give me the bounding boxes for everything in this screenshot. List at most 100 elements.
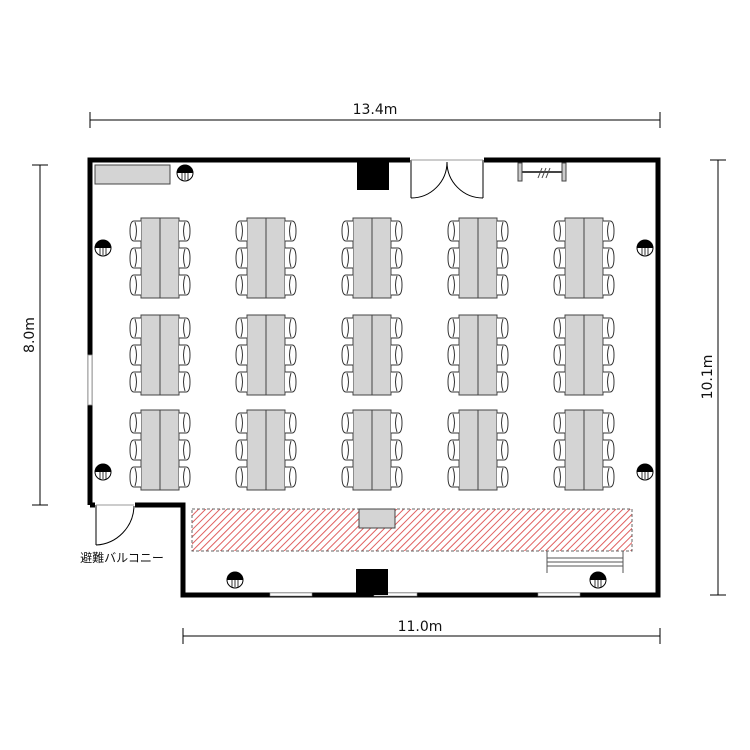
chair bbox=[553, 371, 565, 393]
chair bbox=[179, 247, 191, 269]
table-group bbox=[447, 217, 509, 299]
table bbox=[564, 409, 585, 491]
chair bbox=[391, 220, 403, 242]
table bbox=[246, 409, 267, 491]
chair bbox=[285, 247, 297, 269]
chair bbox=[447, 344, 459, 366]
chair bbox=[603, 412, 615, 434]
chair bbox=[553, 412, 565, 434]
chair bbox=[285, 412, 297, 434]
table bbox=[583, 314, 604, 396]
table bbox=[246, 314, 267, 396]
table bbox=[159, 314, 180, 396]
chair bbox=[179, 412, 191, 434]
floor-outlet-icon bbox=[636, 463, 654, 481]
chair bbox=[179, 220, 191, 242]
table-group bbox=[553, 217, 615, 299]
pillar-top bbox=[357, 160, 389, 190]
chair bbox=[235, 412, 247, 434]
chair bbox=[553, 317, 565, 339]
chair bbox=[285, 466, 297, 488]
chair bbox=[129, 344, 141, 366]
chair bbox=[391, 466, 403, 488]
chair bbox=[391, 317, 403, 339]
chair bbox=[235, 371, 247, 393]
chair bbox=[235, 344, 247, 366]
dimension-left-label: 8.0m bbox=[22, 317, 38, 353]
chair bbox=[447, 412, 459, 434]
chair bbox=[129, 220, 141, 242]
chair bbox=[285, 371, 297, 393]
table bbox=[159, 217, 180, 299]
chair bbox=[129, 466, 141, 488]
chair bbox=[341, 466, 353, 488]
floor-outlet-icon bbox=[94, 239, 112, 257]
chair bbox=[129, 439, 141, 461]
chair bbox=[341, 344, 353, 366]
stage-area bbox=[191, 508, 633, 552]
chair bbox=[447, 439, 459, 461]
chair bbox=[341, 220, 353, 242]
chair bbox=[553, 220, 565, 242]
table-group bbox=[129, 314, 191, 396]
floor-outlets bbox=[94, 164, 654, 589]
table bbox=[265, 409, 286, 491]
chair bbox=[391, 247, 403, 269]
chair bbox=[553, 439, 565, 461]
floor-outlet-icon bbox=[176, 164, 194, 182]
table-group bbox=[341, 217, 403, 299]
chair bbox=[603, 317, 615, 339]
table bbox=[477, 314, 498, 396]
table bbox=[371, 409, 392, 491]
table bbox=[140, 314, 161, 396]
chair bbox=[497, 220, 509, 242]
chair bbox=[235, 317, 247, 339]
chair bbox=[179, 344, 191, 366]
table-group bbox=[235, 409, 297, 491]
floor-outlet-icon bbox=[94, 463, 112, 481]
chair bbox=[603, 371, 615, 393]
chair bbox=[341, 247, 353, 269]
pillar-bottom bbox=[356, 569, 388, 595]
chair bbox=[341, 412, 353, 434]
chair bbox=[497, 247, 509, 269]
table-groups bbox=[129, 217, 615, 491]
chair bbox=[179, 371, 191, 393]
chair bbox=[129, 371, 141, 393]
counter bbox=[94, 164, 171, 185]
chair bbox=[603, 274, 615, 296]
chair bbox=[497, 317, 509, 339]
chair bbox=[391, 344, 403, 366]
table-group bbox=[235, 217, 297, 299]
table-group bbox=[341, 314, 403, 396]
chair bbox=[603, 344, 615, 366]
double-door[interactable] bbox=[410, 159, 484, 199]
chair bbox=[285, 274, 297, 296]
balcony-door[interactable] bbox=[95, 504, 135, 546]
chair bbox=[391, 274, 403, 296]
dimension-right bbox=[710, 159, 726, 596]
table bbox=[583, 409, 604, 491]
chair bbox=[179, 466, 191, 488]
table-group bbox=[129, 217, 191, 299]
chair bbox=[341, 439, 353, 461]
table-group bbox=[553, 409, 615, 491]
chair bbox=[603, 247, 615, 269]
table bbox=[265, 217, 286, 299]
chair bbox=[235, 247, 247, 269]
chair bbox=[447, 466, 459, 488]
chair bbox=[341, 317, 353, 339]
floor-outlet-icon bbox=[636, 239, 654, 257]
chair bbox=[553, 344, 565, 366]
table-group bbox=[447, 314, 509, 396]
chair bbox=[285, 317, 297, 339]
table-group bbox=[129, 409, 191, 491]
dimension-bottom-label: 11.0m bbox=[398, 619, 443, 635]
chair bbox=[285, 439, 297, 461]
chair bbox=[129, 412, 141, 434]
chair bbox=[235, 220, 247, 242]
chair bbox=[603, 466, 615, 488]
chair bbox=[497, 371, 509, 393]
table bbox=[140, 217, 161, 299]
left-window bbox=[87, 354, 93, 406]
